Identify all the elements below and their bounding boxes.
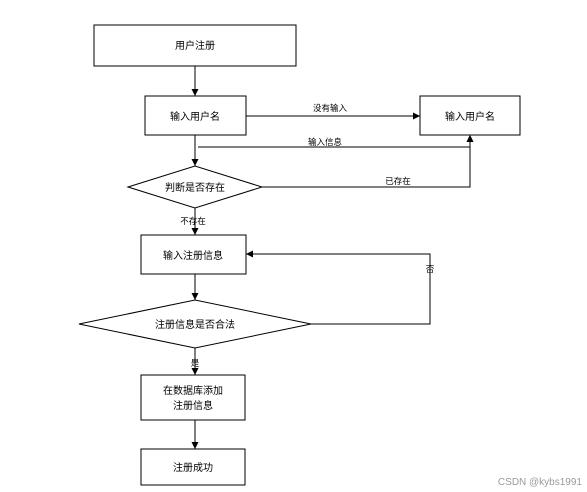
node-input-username-label: 输入用户名 [170, 110, 220, 123]
decision-check-exists: 判断是否存在 [126, 165, 264, 209]
node-success-label: 注册成功 [173, 461, 213, 474]
node-db-add-label-1: 在数据库添加 [163, 384, 223, 397]
decision-check-valid-label: 注册信息是否合法 [155, 318, 235, 331]
node-register-label: 用户注册 [175, 39, 215, 52]
node-input-username-right-label: 输入用户名 [445, 110, 495, 123]
node-db-add: 在数据库添加 注册信息 [140, 374, 246, 421]
node-db-add-label-2: 注册信息 [173, 399, 213, 412]
edge-no [246, 250, 431, 325]
edge-input-info-label: 输入信息 [308, 137, 343, 148]
decision-check-exists-label: 判断是否存在 [165, 181, 225, 194]
node-input-username: 输入用户名 [144, 95, 247, 136]
edge-no-input-label: 没有输入 [313, 103, 348, 114]
node-success: 注册成功 [140, 448, 246, 486]
watermark: CSDN @kybs1991 [498, 477, 583, 488]
edge-not-exists-label: 不存在 [180, 216, 206, 227]
edge-exists-label: 已存在 [385, 176, 411, 187]
node-register: 用户注册 [93, 24, 297, 67]
node-input-username-right: 输入用户名 [419, 95, 521, 136]
edge-yes-label: 是 [191, 359, 200, 369]
edge-no-label: 否 [426, 265, 435, 275]
node-input-info-label: 输入注册信息 [163, 249, 223, 262]
decision-check-valid: 注册信息是否合法 [78, 299, 312, 349]
edge-exists [262, 135, 474, 188]
node-input-info: 输入注册信息 [140, 234, 247, 275]
